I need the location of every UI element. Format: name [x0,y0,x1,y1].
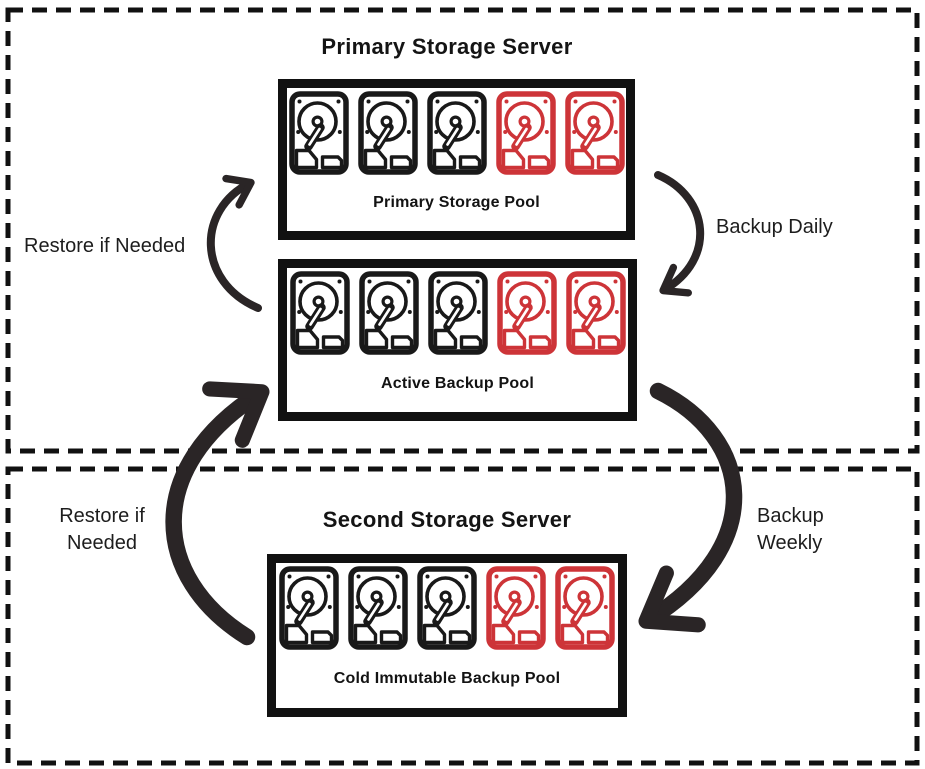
hdd-icon [428,271,488,355]
active-backup-pool: Active Backup Pool [278,259,637,421]
hdd-icon [566,271,626,355]
restore-daily-arrow [206,174,262,312]
hdd-icon [555,566,615,650]
second-server-border [5,466,920,766]
hdd-icon [289,91,349,175]
pool-label: Cold Immutable Backup Pool [333,670,561,687]
hdd-icon [279,566,339,650]
hdd-icon [497,271,557,355]
restore-weekly-label: Restore if Needed [59,505,145,554]
hdd-icon [496,91,556,175]
hdd-icon [358,91,418,175]
hdd-icon [348,566,408,650]
cold-immutable-backup-pool: Cold Immutable Backup Pool [267,554,627,717]
hdd-icon [417,566,477,650]
primary-server-title: Primary Storage Server [321,34,573,59]
primary-storage-pool: Primary Storage Pool [278,79,635,240]
primary-server-border [5,7,920,454]
drive-row [279,566,615,650]
backup-weekly-arrow [638,382,743,633]
pool-label: Primary Storage Pool [373,194,540,211]
drive-row [290,271,626,355]
hdd-icon [565,91,625,175]
hdd-icon [290,271,350,355]
hdd-icon [427,91,487,175]
second-server-title: Second Storage Server [322,507,572,532]
backup-daily-label: Backup Daily [716,216,833,238]
hdd-icon [359,271,419,355]
drive-row [289,91,625,175]
pool-label: Active Backup Pool [381,374,534,392]
backup-weekly-label: Backup Weekly [757,505,824,554]
backup-daily-arrow [654,171,704,297]
hdd-icon [486,566,546,650]
restore-weekly-arrow [165,381,270,646]
restore-daily-label: Restore if Needed [24,235,186,257]
